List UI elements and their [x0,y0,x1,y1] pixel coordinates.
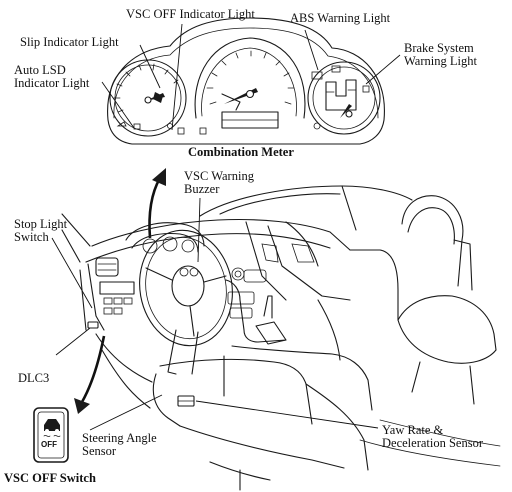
stop-light-switch-label: Stop Light Switch [14,217,68,244]
combination-meter-label: Combination Meter [188,145,294,159]
yaw-rate-sensor-label: Yaw Rate & Deceleration Sensor [382,423,484,450]
indicator-arrows [74,168,166,414]
vsc-off-switch-illustration [33,407,69,463]
dlc3-label: DLC3 [18,371,50,385]
steering-angle-sensor-label: Steering Angle Sensor [82,431,157,458]
switch-face-off-text: OFF [41,440,57,449]
vsc-off-switch-label: VSC OFF Switch [4,471,96,485]
vsc-warning-buzzer-label: VSC Warning Buzzer [184,169,254,196]
brake-system-warning-label: Brake System Warning Light [404,41,477,68]
combination-meter-illustration [107,17,385,145]
vehicle-interior-illustration [61,185,501,491]
vsc-off-indicator-label: VSC OFF Indicator Light [126,7,255,21]
leader-lines [51,23,401,431]
slip-indicator-label: Slip Indicator Light [20,35,119,49]
abs-warning-label: ABS Warning Light [290,11,391,25]
auto-lsd-indicator-label: Auto LSD Indicator Light [14,63,90,90]
